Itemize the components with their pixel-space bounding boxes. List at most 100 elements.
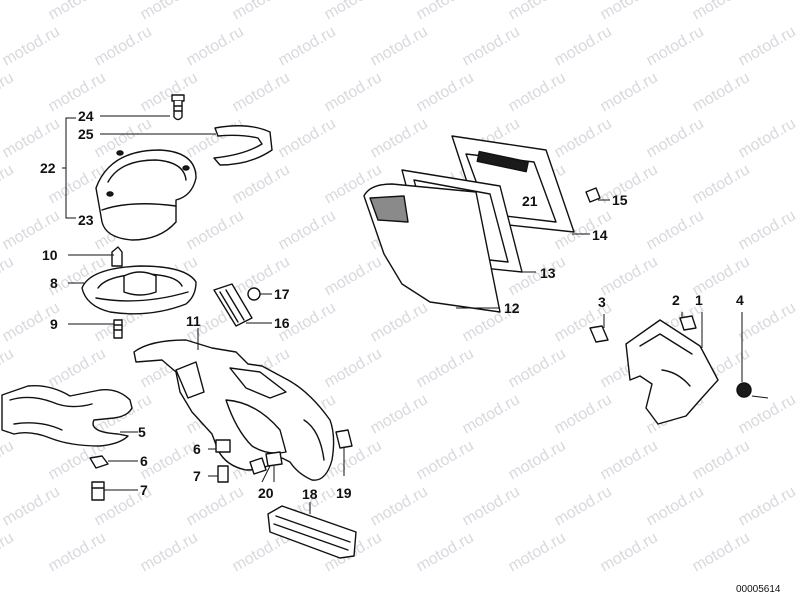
watermark-text: motod.ru: [0, 161, 17, 207]
watermark-text: motod.ru: [138, 529, 201, 575]
callout-8: 8: [50, 275, 58, 291]
watermark-text: motod.ru: [184, 23, 247, 69]
callout-16: 16: [274, 315, 290, 331]
part-filter-assembly: [363, 135, 610, 313]
watermark-text: motod.ru: [276, 23, 339, 69]
callout-11: 11: [186, 313, 201, 329]
watermark-text: motod.ru: [0, 69, 17, 115]
watermark-text: motod.ru: [322, 0, 385, 23]
watermark-text: motod.ru: [644, 207, 707, 253]
watermark-text: motod.ru: [690, 69, 753, 115]
watermark-text: motod.ru: [46, 529, 109, 575]
watermark-text: motod.ru: [552, 115, 615, 161]
watermark-text: motod.ru: [460, 391, 523, 437]
watermark-text: motod.ru: [736, 23, 799, 69]
part-21-filter: [476, 150, 529, 173]
callout-9: 9: [50, 316, 58, 332]
callout-4: 4: [736, 292, 744, 308]
watermark-text: motod.ru: [598, 253, 661, 299]
watermark-text: motod.ru: [690, 0, 753, 23]
watermark-text: motod.ru: [644, 115, 707, 161]
callout-21: 21: [522, 193, 538, 209]
watermark-text: motod.ru: [414, 345, 477, 391]
watermark-text: motod.ru: [0, 253, 17, 299]
watermark-text: motod.ru: [414, 0, 477, 23]
callout-24: 24: [78, 108, 94, 124]
callout-7-left: 7: [140, 482, 148, 498]
callout-20: 20: [258, 485, 274, 501]
callout-23: 23: [78, 212, 94, 228]
watermark-text: motod.ru: [92, 23, 155, 69]
watermark-text: motod.ru: [598, 0, 661, 23]
callout-22: 22: [40, 160, 56, 176]
watermark-text: motod.ru: [644, 483, 707, 529]
watermark-text: motod.ru: [230, 161, 293, 207]
watermark-text: motod.ru: [552, 391, 615, 437]
watermark-text: motod.ru: [46, 345, 109, 391]
callout-6-center: 6: [193, 441, 201, 457]
callout-14: 14: [592, 227, 608, 243]
watermark-text: motod.ru: [736, 299, 799, 345]
part-16-17-vent: [213, 283, 272, 327]
watermark-text: motod.ru: [414, 437, 477, 483]
callout-12: 12: [504, 300, 520, 316]
watermark-text: motod.ru: [0, 23, 63, 69]
part-speaker-housing: [68, 246, 197, 339]
watermark-text: motod.ru: [690, 437, 753, 483]
watermark-text: motod.ru: [0, 115, 63, 161]
watermark-text: motod.ru: [414, 69, 477, 115]
callout-7-center: 7: [193, 468, 201, 484]
watermark-text: motod.ru: [230, 69, 293, 115]
watermark-text: motod.ru: [414, 529, 477, 575]
callout-2: 2: [672, 292, 680, 308]
watermark-text: motod.ru: [368, 299, 431, 345]
callout-13: 13: [540, 265, 556, 281]
watermark-text: motod.ru: [322, 253, 385, 299]
callout-17: 17: [274, 286, 290, 302]
watermark-text: motod.ru: [322, 345, 385, 391]
part-20-clips: [249, 451, 283, 483]
watermark-text: motod.ru: [598, 529, 661, 575]
watermark-text: motod.ru: [736, 207, 799, 253]
part-6-7-center-fasteners: [208, 439, 231, 483]
watermark-text: motod.ru: [506, 437, 569, 483]
watermark-text: motod.ru: [276, 207, 339, 253]
callout-19: 19: [336, 485, 352, 501]
watermark-text: motod.ru: [138, 69, 201, 115]
callout-10: 10: [42, 247, 58, 263]
watermark-text: motod.ru: [598, 161, 661, 207]
watermark-text: motod.ru: [644, 23, 707, 69]
part-24-screw: [171, 94, 185, 121]
callout-15: 15: [612, 192, 628, 208]
watermark-text: motod.ru: [46, 0, 109, 23]
watermark-text: motod.ru: [736, 483, 799, 529]
part-19-clip: [335, 429, 353, 476]
part-23-cup: [95, 149, 197, 241]
watermark-text: motod.ru: [0, 437, 17, 483]
watermark-text: motod.ru: [368, 23, 431, 69]
watermark-text: motod.ru: [0, 483, 63, 529]
watermark-text: motod.ru: [230, 0, 293, 23]
watermark-text: motod.ru: [690, 161, 753, 207]
part-11-console-frame: [133, 328, 335, 481]
part-25-band: [213, 125, 273, 166]
watermark-text: motod.ru: [552, 483, 615, 529]
watermark-text: motod.ru: [138, 0, 201, 23]
watermark-text: motod.ru: [276, 115, 339, 161]
watermark-text: motod.ru: [598, 69, 661, 115]
watermark-text: motod.ru: [736, 115, 799, 161]
document-number: 00005614: [736, 584, 781, 595]
part-cup-holder: [62, 94, 273, 241]
watermark-text: motod.ru: [460, 483, 523, 529]
callout-3: 3: [598, 294, 606, 310]
callout-18: 18: [302, 486, 318, 502]
watermark-text: motod.ru: [368, 391, 431, 437]
callout-1: 1: [695, 292, 703, 308]
watermark-text: motod.ru: [690, 529, 753, 575]
watermark-text: motod.ru: [506, 529, 569, 575]
watermark-text: motod.ru: [460, 23, 523, 69]
watermark-text: motod.ru: [322, 69, 385, 115]
watermark-text: motod.ru: [368, 483, 431, 529]
callout-5: 5: [138, 424, 146, 440]
